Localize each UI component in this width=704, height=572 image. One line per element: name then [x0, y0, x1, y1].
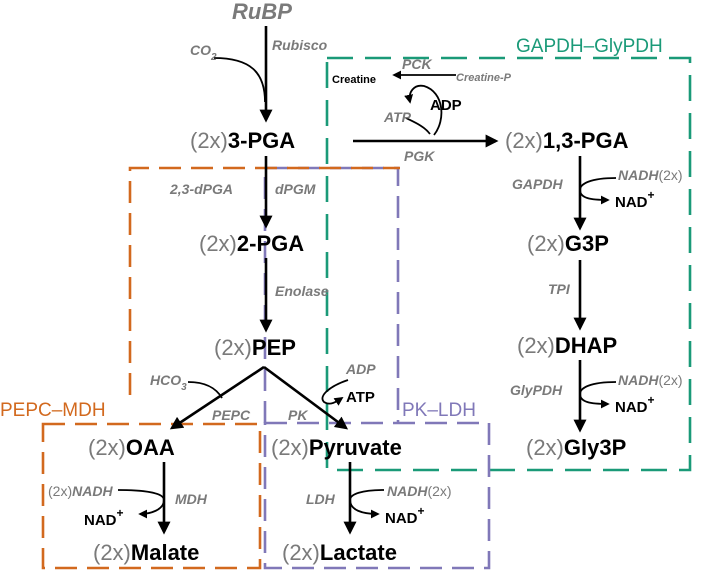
pck-label: PCK	[402, 56, 432, 72]
mdh-label: MDH	[175, 491, 208, 507]
pepc-mdh-label: PEPC–MDH	[0, 400, 106, 421]
enolase-label: Enolase	[275, 283, 329, 299]
creatine-p-label: Creatine-P	[456, 72, 512, 84]
g3p-node: (2x)G3P	[527, 231, 609, 256]
atp-label-pk: ATP	[346, 389, 375, 406]
pepc-label: PEPC	[212, 407, 251, 423]
lactate-node: (2x)Lactate	[282, 540, 397, 565]
rubp-node: RuBP	[232, 0, 292, 24]
pk-label: PK	[288, 407, 308, 423]
nadh-label-mdh: (2x)NADH	[48, 483, 113, 499]
co2-label: CO2	[190, 42, 217, 63]
adp-label-pgk: ADP	[430, 97, 462, 114]
2-3-dpga-label: 2,3-dPGA	[169, 181, 233, 197]
dhap-node: (2x)DHAP	[517, 333, 617, 358]
atp-label-pgk: ATP	[383, 109, 412, 125]
nad-label-ldh: NAD+	[385, 504, 425, 527]
glypdh-label: GlyPDH	[510, 382, 563, 398]
pyruvate-node: (2x)Pyruvate	[271, 435, 402, 460]
2-pga-node: (2x)2-PGA	[199, 231, 304, 256]
gly3p-node: (2x)Gly3P	[526, 435, 626, 460]
pgk-label: PGK	[404, 148, 435, 164]
ldh-label: LDH	[306, 491, 336, 507]
hco3-label: HCO3	[150, 372, 187, 393]
creatine-label: Creatine	[332, 74, 376, 86]
nad-label-glypdh: NAD+	[615, 393, 655, 416]
gapdh-glypdh-box	[325, 56, 692, 472]
1-3-pga-node: (2x)1,3-PGA	[505, 128, 629, 153]
3-pga-node: (2x)3-PGA	[190, 128, 295, 153]
gapdh-label: GAPDH	[512, 176, 563, 192]
tpi-label: TPI	[548, 281, 571, 297]
pepc-mdh-box-upper	[128, 166, 400, 395]
gapdh-glypdh-label: GAPDH–GlyPDH	[516, 36, 663, 57]
nad-label-gapdh: NAD+	[615, 188, 655, 211]
adp-label-pk: ADP	[345, 361, 376, 377]
malate-node: (2x)Malate	[93, 540, 199, 565]
nad-label-mdh: NAD+	[84, 506, 124, 529]
nadh-label-glypdh: NADH(2x)	[618, 372, 683, 388]
nadh-label-gapdh: NADH(2x)	[618, 167, 683, 183]
pep-node: (2x)PEP	[214, 335, 296, 360]
oaa-node: (2x)OAA	[88, 435, 175, 460]
pepc-mdh-box	[41, 422, 262, 570]
dpgm-label: dPGM	[275, 181, 316, 197]
pk-ldh-box	[263, 421, 491, 570]
pk-ldh-label: PK–LDH	[402, 400, 476, 421]
nadh-label-ldh: NADH(2x)	[387, 483, 452, 499]
rubisco-label: Rubisco	[272, 37, 328, 53]
